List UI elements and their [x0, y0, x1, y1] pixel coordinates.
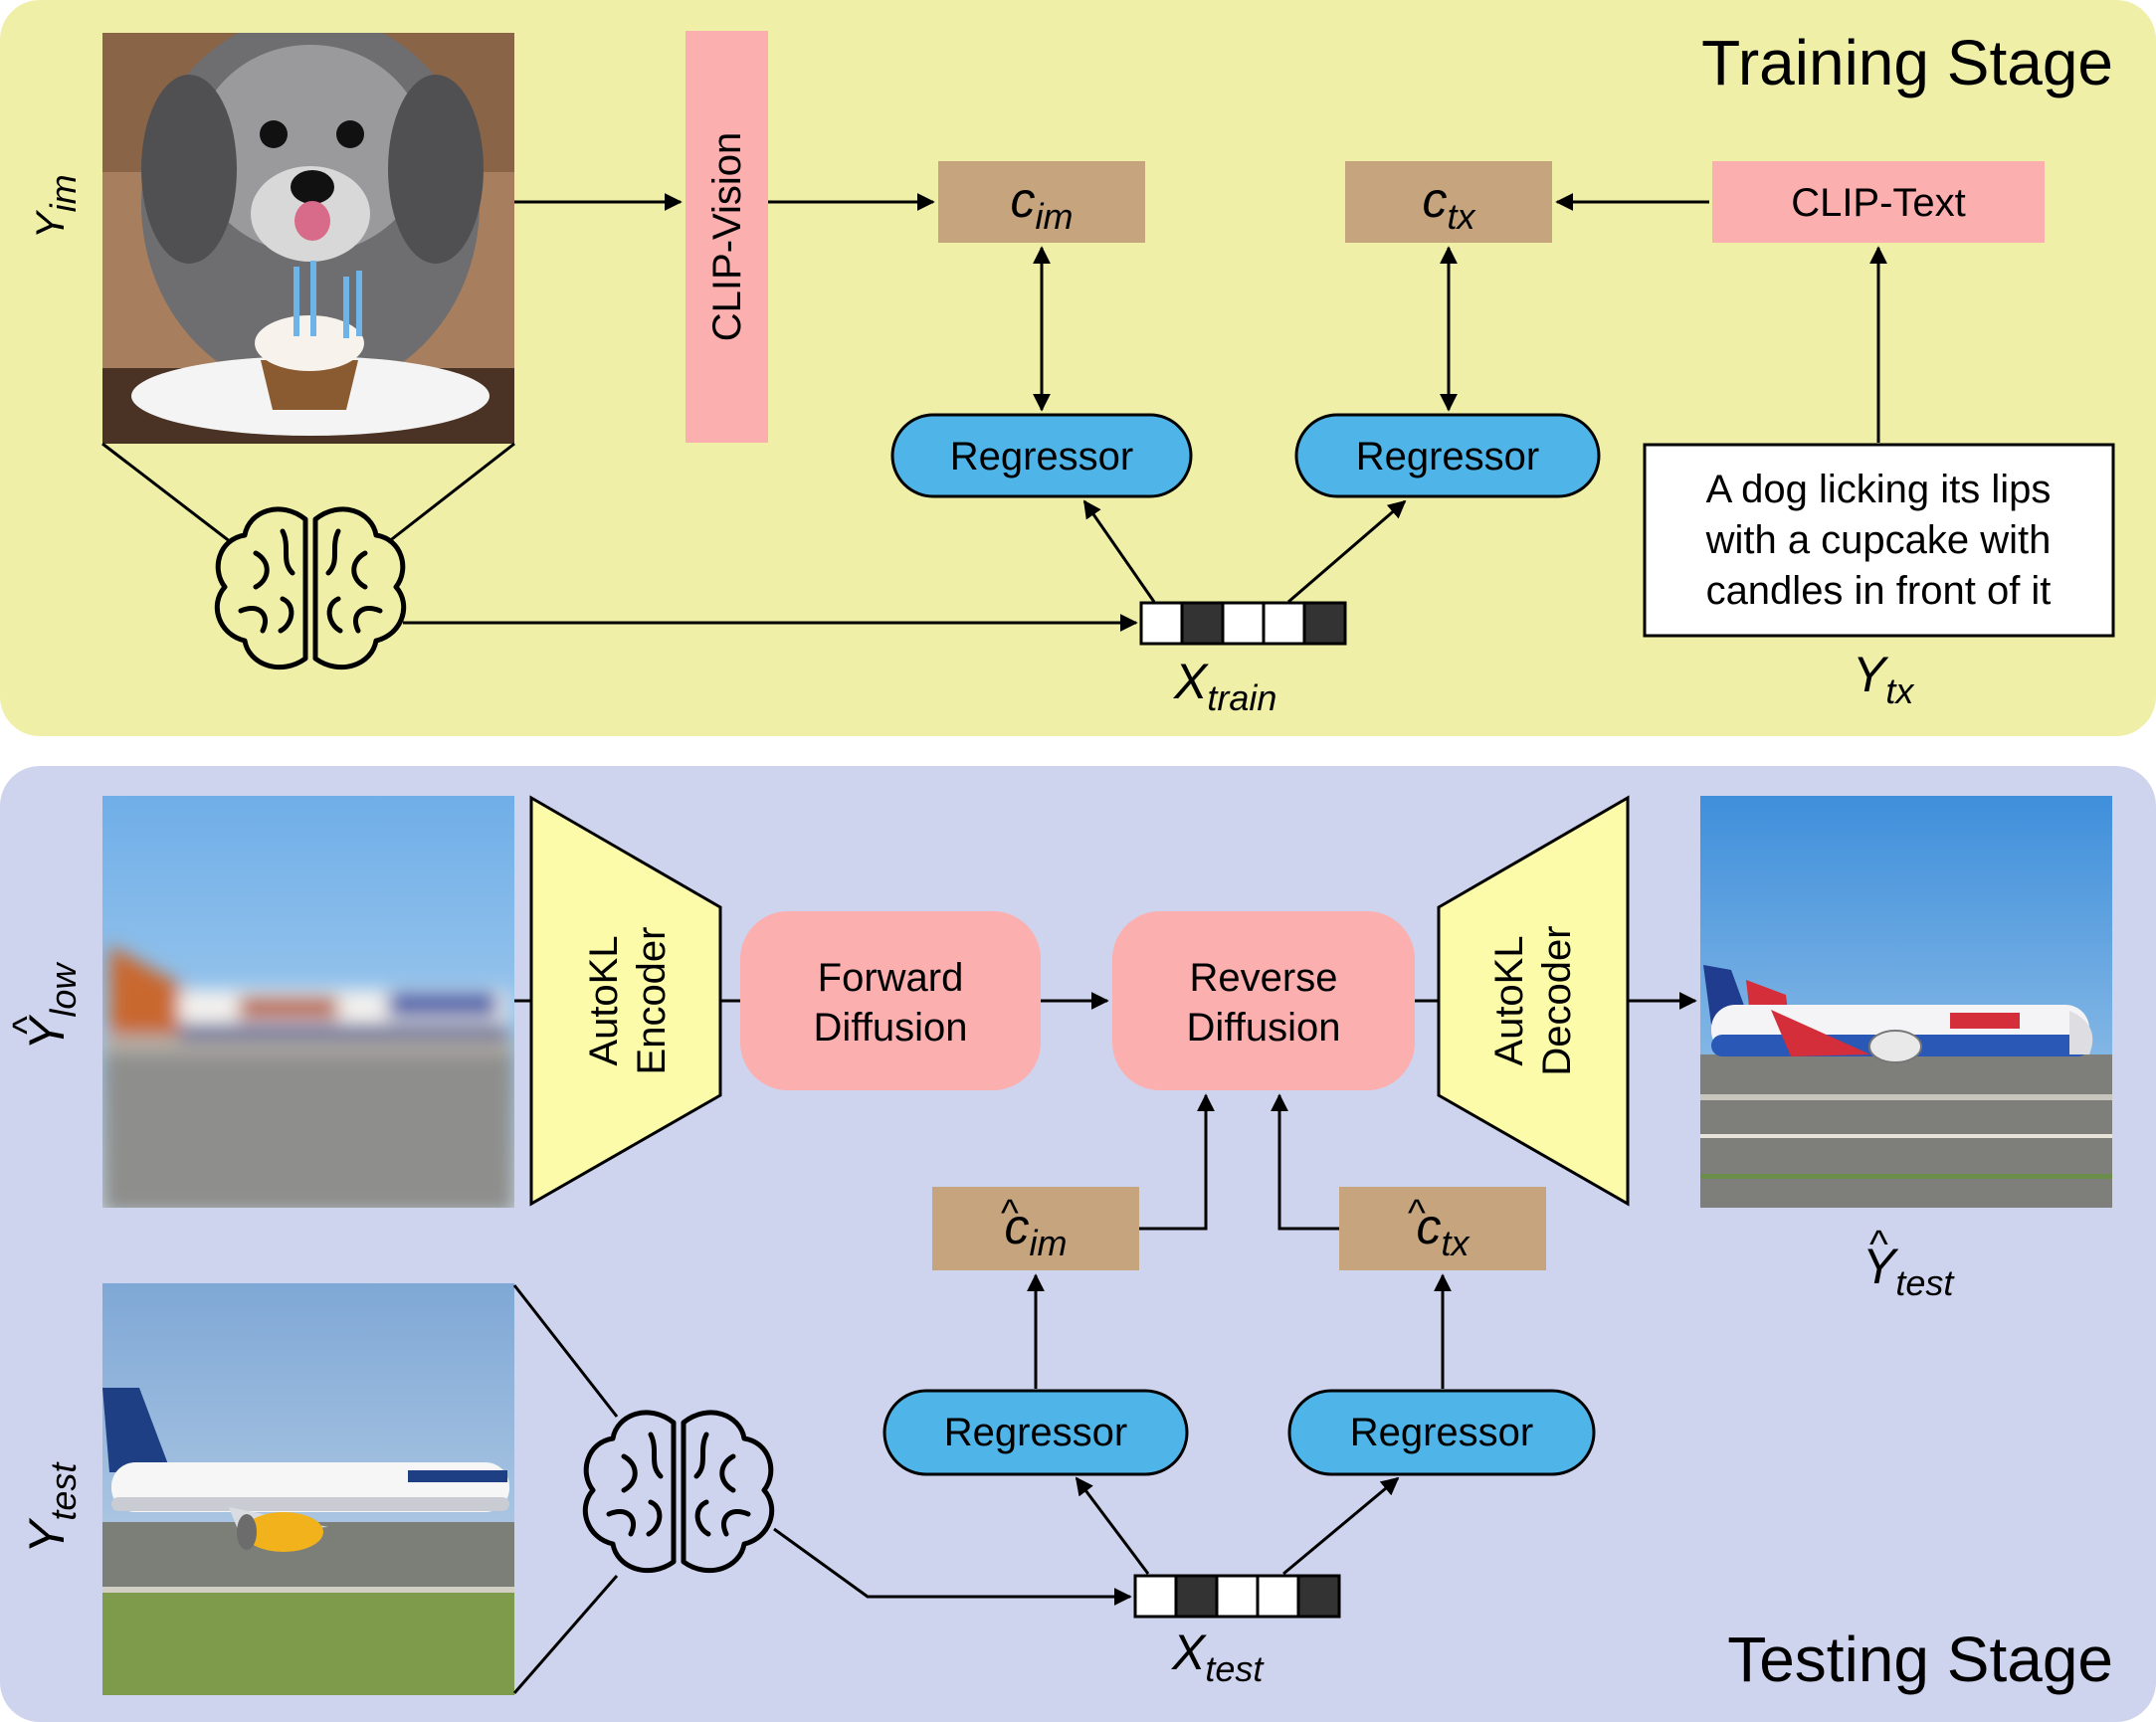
reverse-diffusion-label-1: Reverse — [1190, 956, 1338, 1000]
regressor-train-left-label: Regressor — [950, 435, 1134, 478]
x-test-cell — [1256, 1574, 1300, 1619]
x-train-vector — [1139, 601, 1347, 646]
x-test-cell — [1215, 1574, 1260, 1619]
x-test-cell — [1174, 1574, 1219, 1619]
c-tx-hat-mark: ^ — [1408, 1193, 1426, 1235]
c-im-hat-label: cim — [1005, 1199, 1068, 1263]
y-test-label: Ytest — [19, 1461, 84, 1554]
x-test-vector — [1133, 1574, 1341, 1619]
training-stage-title: Training Stage — [1701, 27, 2113, 98]
x-test-cell — [1133, 1574, 1178, 1619]
forward-diffusion-label-2: Diffusion — [814, 1006, 968, 1050]
x-train-cell — [1262, 601, 1306, 646]
reverse-diffusion-box — [1112, 911, 1415, 1090]
x-test-label: Xtest — [1171, 1625, 1265, 1689]
x-train-cell — [1139, 601, 1184, 646]
blurry-airplane-photo — [102, 796, 514, 1208]
reconstructed-airplane-photo — [1700, 796, 2112, 1208]
c-im-hat-box — [932, 1187, 1139, 1270]
clip-vision-label: CLIP-Vision — [705, 132, 749, 341]
forward-diffusion-box — [740, 911, 1041, 1090]
clip-vision-box — [686, 31, 768, 443]
x-train-cell — [1180, 601, 1225, 646]
autokl-encoder-label-1: AutoKL — [582, 935, 626, 1065]
c-tx-label: ctx — [1422, 172, 1476, 237]
c-im-box — [938, 161, 1145, 243]
clip-text-label: CLIP-Text — [1791, 181, 1966, 225]
y-test-hat: ^ — [1869, 1223, 1888, 1266]
x-train-cell — [1221, 601, 1266, 646]
caption-line-1: A dog licking its lips — [1706, 468, 2052, 511]
c-im-hat-mark: ^ — [1001, 1193, 1019, 1235]
c-tx-box — [1345, 161, 1552, 243]
c-tx-hat-box — [1339, 1187, 1546, 1270]
forward-diffusion-label-1: Forward — [818, 956, 964, 1000]
training-connectors — [101, 193, 1887, 632]
x-train-label: Xtrain — [1173, 654, 1276, 718]
regressor-test-right — [1287, 1389, 1596, 1476]
regressor-test-left-label: Regressor — [944, 1411, 1128, 1454]
autokl-decoder-shape — [1437, 795, 1630, 1207]
x-test-cell — [1296, 1574, 1341, 1619]
regressor-test-left — [882, 1389, 1189, 1476]
caption-box — [1643, 443, 2115, 638]
clip-text-box — [1712, 161, 2045, 243]
c-tx-hat-label: ctx — [1416, 1199, 1470, 1263]
icelandair-airplane-photo — [102, 1283, 514, 1695]
x-train-cell — [1302, 601, 1347, 646]
y-low-label: Ylow — [19, 962, 84, 1051]
c-im-label: cim — [1011, 172, 1074, 237]
caption-line-2: with a cupcake with — [1705, 518, 2052, 562]
autokl-encoder-label-2: Encoder — [630, 927, 674, 1075]
y-im-label: Yim — [29, 174, 84, 239]
regressor-train-left — [890, 413, 1193, 498]
autokl-decoder-label-1: AutoKL — [1487, 935, 1531, 1065]
caption-line-3: candles in front of it — [1706, 569, 2052, 613]
y-low-hat: ^ — [5, 1016, 49, 1035]
autokl-encoder-shape — [529, 795, 722, 1207]
testing-connectors — [512, 992, 1697, 1694]
y-tx-label: Ytx — [1853, 647, 1915, 711]
regressor-test-right-label: Regressor — [1350, 1411, 1534, 1454]
autokl-decoder-label-2: Decoder — [1535, 925, 1579, 1075]
regressor-train-right — [1294, 413, 1601, 498]
training-stage-panel — [0, 0, 2156, 736]
testing-stage-title: Testing Stage — [1727, 1624, 2113, 1695]
regressor-train-right-label: Regressor — [1356, 435, 1540, 478]
dog-cupcake-photo — [102, 33, 514, 444]
brain-icon — [582, 1410, 775, 1574]
brain-icon — [214, 506, 407, 670]
y-test-hat-label: Ytest — [1862, 1239, 1955, 1303]
reverse-diffusion-label-2: Diffusion — [1187, 1006, 1341, 1050]
